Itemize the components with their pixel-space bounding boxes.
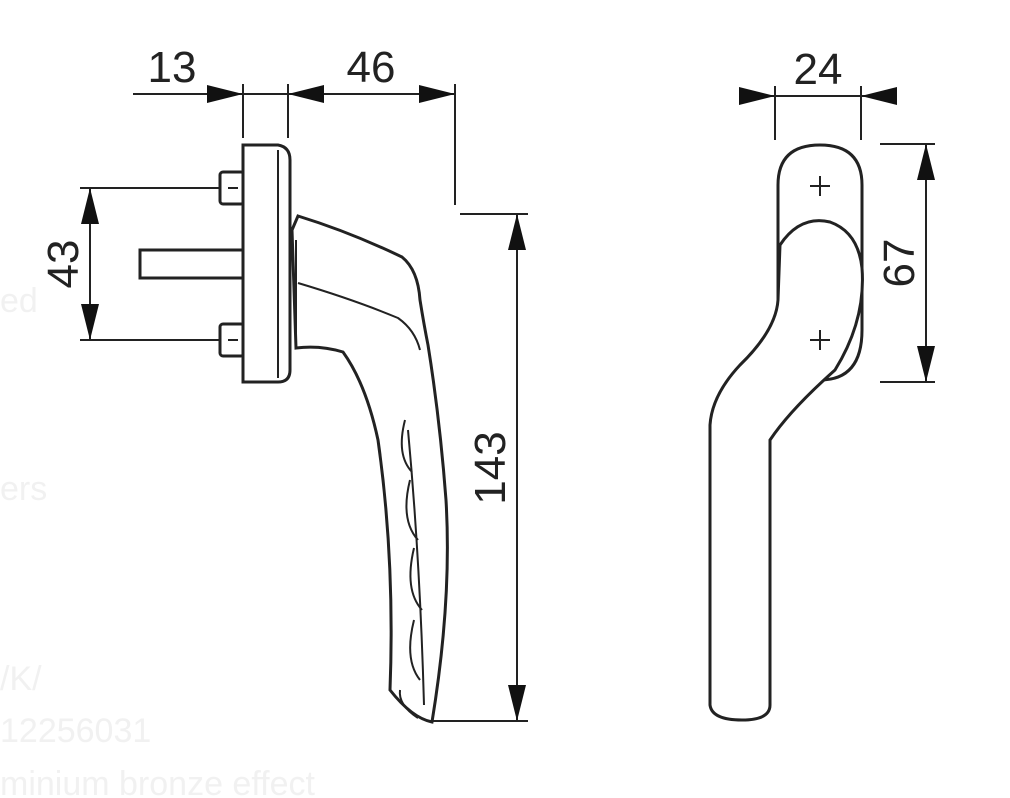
dim-label-13: 13: [148, 43, 197, 92]
arrow-143-bottom: [508, 685, 526, 721]
side-right-dimension-line: [880, 143, 935, 383]
arrow-24-right: [861, 87, 897, 105]
dim-label-46: 46: [347, 43, 396, 92]
base-plate: [241, 143, 292, 384]
grip-texture: [398, 419, 425, 719]
left-dimension-line: [80, 187, 230, 341]
arrow-67-bottom: [917, 346, 935, 382]
watermark-line-1: ed: [0, 282, 38, 320]
arrow-67-top: [917, 144, 935, 180]
arrow-46-left: [288, 85, 324, 103]
watermark-line-4: 12256031: [0, 712, 151, 750]
screw-mark-top: [810, 176, 830, 196]
screw-mark-bottom: [810, 330, 830, 350]
handle-side-profile: [708, 219, 864, 722]
watermark-line-5: minium bronze effect: [0, 765, 316, 798]
handle-lever: [290, 214, 449, 724]
dim-label-24: 24: [794, 45, 843, 94]
arrow-13-right: [207, 85, 243, 103]
right-dimension-line: [430, 213, 528, 722]
spindle-shaft: [138, 248, 247, 280]
arrow-43-top: [81, 188, 99, 224]
watermark-line-3: /K/: [0, 660, 42, 698]
arrow-143-top: [508, 214, 526, 250]
front-view: 13 46 43: [39, 43, 528, 724]
side-view: 24 67: [708, 45, 935, 722]
arrow-43-bottom: [81, 304, 99, 340]
dim-label-143: 143: [466, 431, 515, 504]
dim-label-67: 67: [875, 239, 924, 288]
watermark-line-2: ers: [0, 470, 47, 508]
top-dimension-line: [133, 84, 456, 205]
side-top-dimension-line: [739, 86, 897, 140]
dim-label-43: 43: [39, 240, 88, 289]
arrow-24-left: [739, 87, 775, 105]
handle-ridge: [297, 282, 421, 351]
arrow-46-right: [419, 85, 455, 103]
